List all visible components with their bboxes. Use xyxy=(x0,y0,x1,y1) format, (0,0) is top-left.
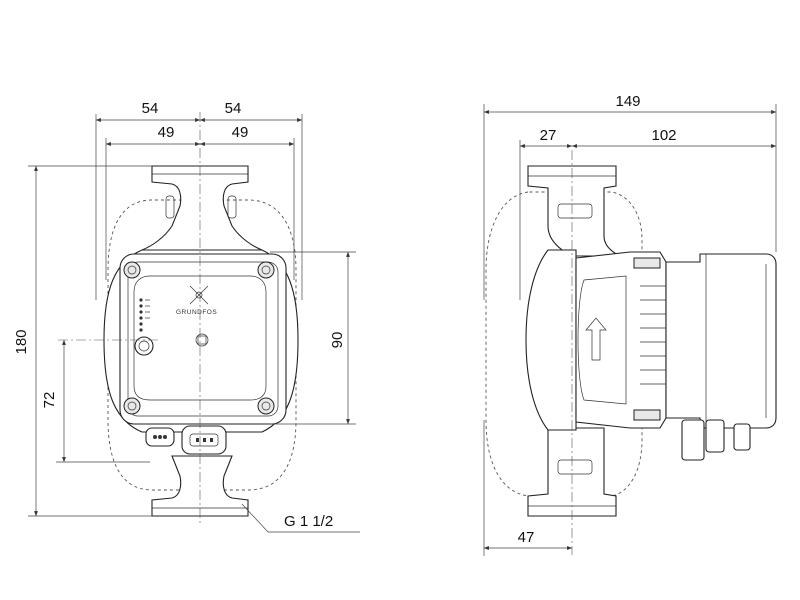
side-connector-2 xyxy=(705,419,725,453)
dim-front-49-right: 49 xyxy=(232,124,249,141)
side-top-flange xyxy=(527,165,621,257)
motor-head xyxy=(575,251,667,429)
side-pump-housing xyxy=(525,249,577,431)
mode-button xyxy=(134,336,154,356)
dim-side-102: 102 xyxy=(651,127,676,144)
screw-icons xyxy=(123,261,275,415)
front-view: GRUNDFOS 54 54 49 49 180 xyxy=(13,100,360,533)
grundfos-logo-icon xyxy=(189,285,209,305)
side-bottom-flange xyxy=(527,427,617,517)
dim-front-54-right: 54 xyxy=(225,100,242,117)
dim-front-90: 90 xyxy=(329,332,346,349)
dim-front-180: 180 xyxy=(13,329,30,354)
side-connector-3 xyxy=(733,423,751,451)
side-control-box xyxy=(665,253,777,429)
top-flange xyxy=(141,165,263,251)
dim-side-47: 47 xyxy=(518,529,535,546)
dim-front-72: 72 xyxy=(41,392,58,409)
dim-front-49-left: 49 xyxy=(158,124,175,141)
logo-text: GRUNDFOS xyxy=(176,309,217,316)
thread-label: G 1 1/2 xyxy=(284,513,333,530)
side-insulation-outline xyxy=(485,191,643,497)
control-box xyxy=(119,253,287,425)
side-view: 149 27 102 47 xyxy=(483,93,777,556)
led-indicators xyxy=(139,298,150,332)
flow-direction-arrow-icon xyxy=(585,317,607,361)
insulation-outline xyxy=(107,199,297,491)
status-indicator-icon xyxy=(195,333,209,347)
side-connector-1 xyxy=(681,419,705,461)
dim-front-54-left: 54 xyxy=(142,100,159,117)
dim-side-149: 149 xyxy=(615,93,640,110)
dim-side-27: 27 xyxy=(540,127,557,144)
